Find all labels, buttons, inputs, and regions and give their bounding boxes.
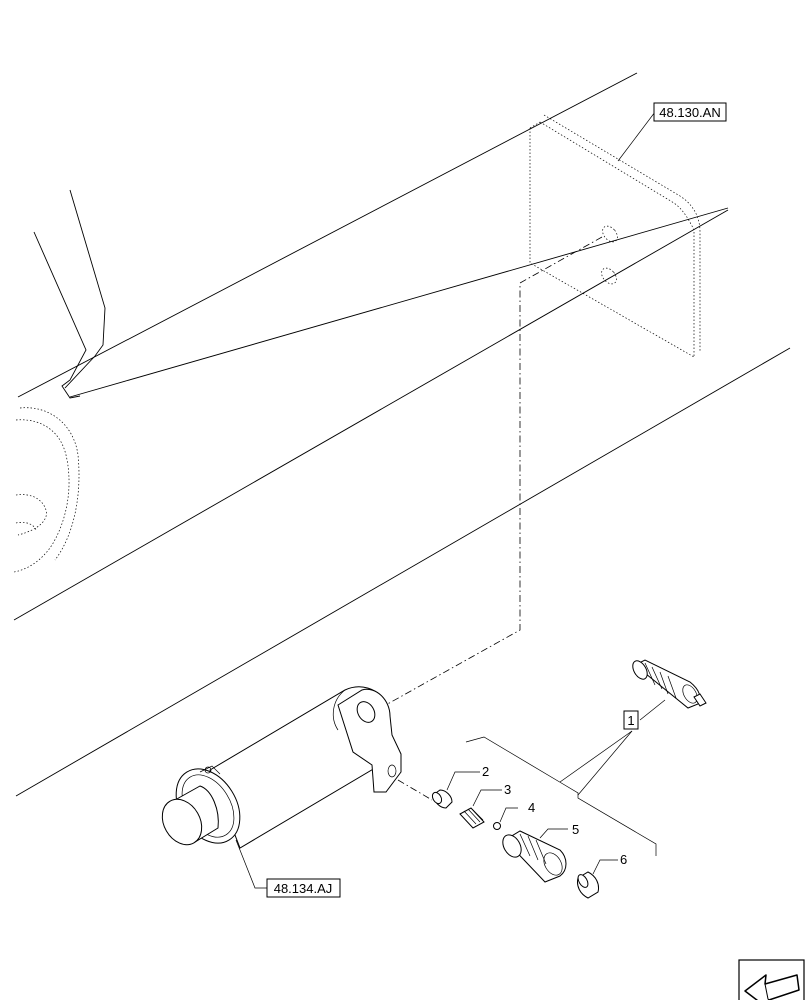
hydraulic-cylinder (161, 686, 402, 849)
part-6-cap (577, 871, 599, 899)
callout-2: 2 (482, 764, 489, 779)
part-5-lubricator (502, 830, 567, 883)
kit-bracket (465, 699, 666, 856)
phantom-plate (529, 114, 701, 358)
nav-arrow-icon[interactable] (738, 959, 805, 1005)
ref-label-lower-text: 48.134.AJ (274, 881, 333, 896)
ref-label-upper-text: 48.130.AN (659, 105, 720, 120)
part-4-ball (493, 822, 501, 830)
callout-4: 4 (528, 800, 535, 815)
assembly-path (383, 236, 603, 801)
kit-label-text: 1 (627, 713, 634, 728)
callout-5: 5 (572, 822, 579, 837)
part-3-threaded-insert (459, 807, 485, 829)
callout-numbers: 2 3 4 5 6 (482, 764, 627, 867)
callout-6: 6 (620, 852, 627, 867)
ref-label-upper[interactable]: 48.130.AN (653, 102, 727, 122)
phantom-pivot (13, 407, 80, 573)
boom-structure (13, 72, 791, 797)
callout-3: 3 (504, 782, 511, 797)
ref-label-lower[interactable]: 48.134.AJ (266, 878, 341, 898)
kit-lubricator-assembly (632, 659, 707, 709)
part-2-grease-nipple (431, 789, 453, 809)
kit-label[interactable]: 1 (623, 710, 639, 730)
